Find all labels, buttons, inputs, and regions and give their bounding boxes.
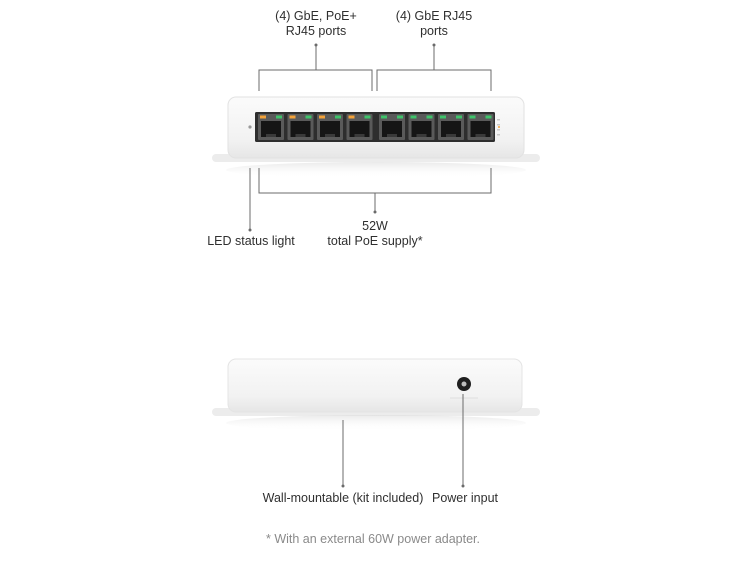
front-callout-lines: [249, 45, 492, 230]
rj45-port-8[interactable]: [467, 114, 494, 140]
port-led-left: [289, 115, 296, 119]
wall-mount-label: Wall-mountable (kit included): [262, 491, 424, 505]
rj45-port-4[interactable]: [346, 114, 373, 140]
rj45-port-6[interactable]: [408, 114, 435, 140]
port-led-left: [319, 115, 325, 119]
power-input-label: Power input: [431, 491, 498, 505]
port-led-right: [364, 115, 371, 119]
rj45-ports-label: (4) GbE RJ45 ports: [386, 9, 482, 39]
port-led-left: [469, 115, 476, 119]
port-panel: [255, 112, 495, 142]
back-callout-lines: [342, 394, 464, 486]
port-led-left: [348, 115, 355, 119]
rj45-port-1[interactable]: [258, 114, 284, 140]
rj45-ports-label-line1: (4) GbE RJ45: [395, 9, 473, 23]
poe-supply-bracket: [258, 168, 492, 212]
switch-front: [212, 96, 540, 178]
port-led-right: [276, 115, 282, 119]
rj45-port-5[interactable]: [379, 114, 405, 140]
footnote: * With an external 60W power adapter.: [266, 532, 481, 546]
rj45-ports-bracket: [376, 45, 492, 91]
poe-ports-label-line1: (4) GbE, PoE+: [275, 9, 357, 23]
rj45-port-2[interactable]: [287, 114, 314, 140]
port-led-left: [410, 115, 417, 119]
poe-ports-label-line2: RJ45 ports: [285, 24, 347, 38]
port-led-right: [305, 115, 312, 119]
rj45-port-3[interactable]: [317, 114, 343, 140]
port-led-right: [426, 115, 433, 119]
port-led-right: [456, 115, 462, 119]
port-led-right: [335, 115, 341, 119]
port-group: [258, 114, 494, 140]
poe-supply-label-line1: 52W: [362, 219, 388, 233]
port-led-left: [381, 115, 387, 119]
poe-ports-bracket: [258, 45, 373, 91]
led-status-light: [248, 125, 252, 129]
poe-ports-label: (4) GbE, PoE+ RJ45 ports: [262, 9, 370, 39]
rj45-port-7[interactable]: [438, 114, 464, 140]
port-led-left: [260, 115, 266, 119]
poe-supply-label-line2: total PoE supply*: [327, 234, 423, 248]
port-led-left: [440, 115, 446, 119]
rj45-ports-label-line2: ports: [420, 24, 448, 38]
port-led-right: [397, 115, 403, 119]
poe-supply-label: 52W total PoE supply*: [316, 219, 434, 249]
port-led-right: [485, 115, 492, 119]
led-status-label: LED status light: [207, 234, 295, 248]
switch-back: [212, 358, 540, 431]
